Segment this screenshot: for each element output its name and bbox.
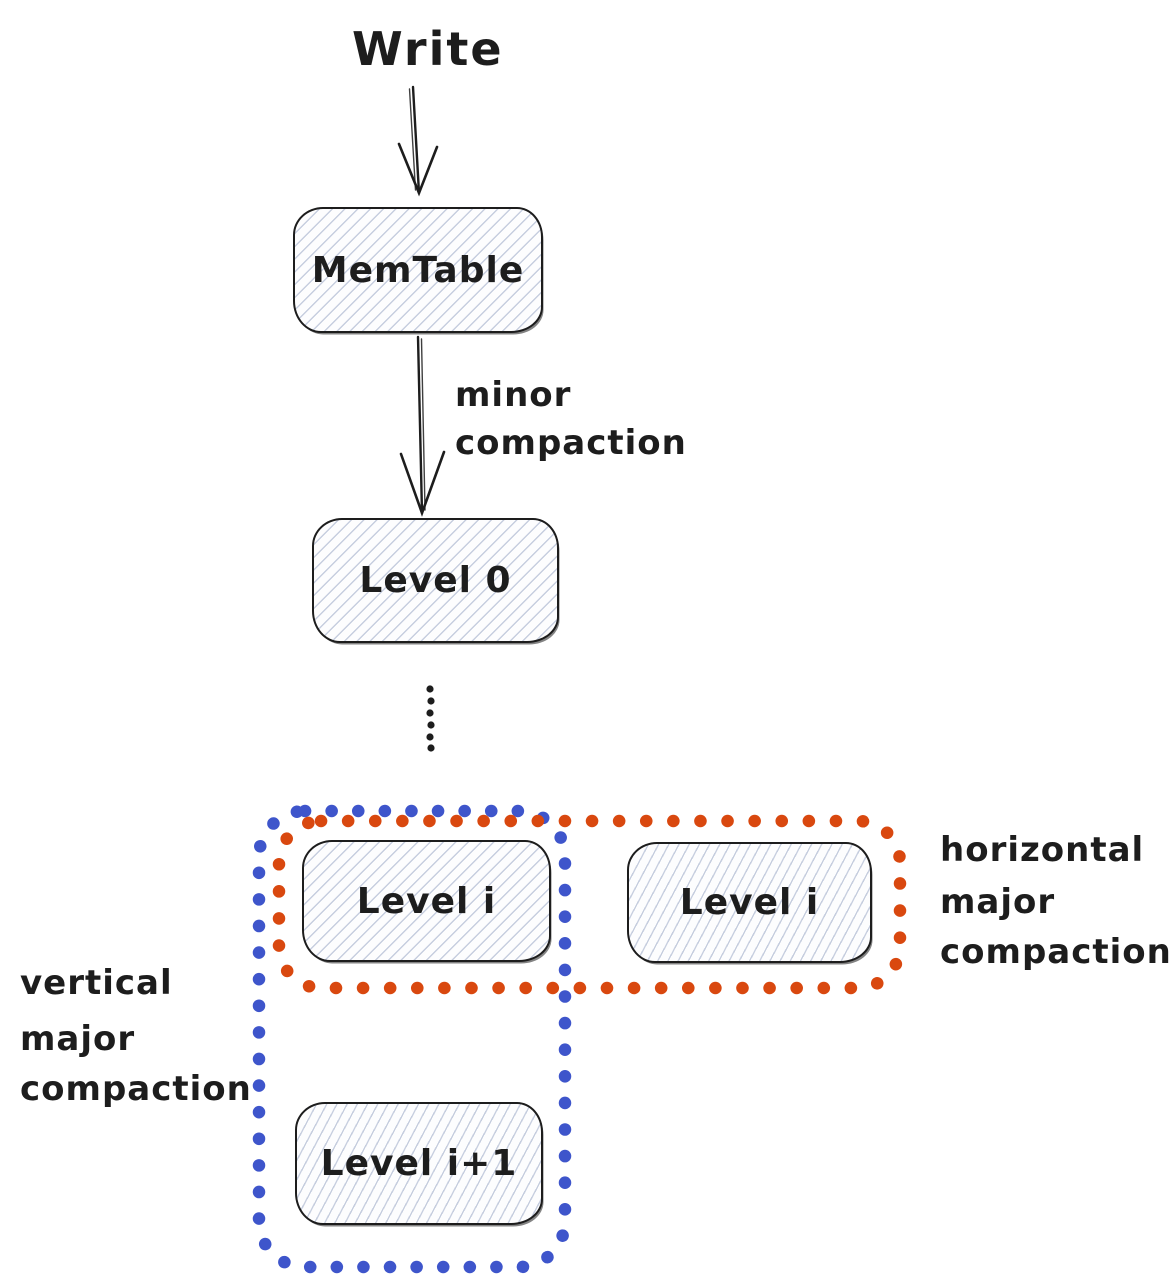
memtable-label: MemTable (311, 249, 525, 291)
level0-node: Level 0 (312, 518, 559, 643)
vertical-major-compaction-line2: major (20, 1019, 136, 1059)
memtable-node: MemTable (293, 207, 543, 333)
horizontal-major-compaction-line3: compaction (940, 932, 1172, 972)
vertical-major-compaction-line3: compaction (20, 1069, 252, 1109)
write-label: Write (352, 22, 504, 76)
level-i-right-label: Level i (679, 882, 820, 923)
vertical-major-compaction-line1: vertical (20, 963, 173, 1003)
level-i-plus-1-label: Level i+1 (320, 1143, 518, 1184)
horizontal-major-compaction-line2: major (940, 882, 1056, 922)
minor-compaction-label-line1: minor (455, 375, 572, 415)
level-i-left-label: Level i (356, 880, 497, 922)
level-i-right-node: Level i (627, 842, 872, 963)
level-i-left-node: Level i (302, 840, 551, 962)
minor-compaction-label-line2: compaction (455, 423, 687, 463)
level0-label: Level 0 (359, 560, 512, 601)
level-i-plus-1-node: Level i+1 (295, 1102, 543, 1225)
horizontal-major-compaction-line1: horizontal (940, 830, 1145, 870)
